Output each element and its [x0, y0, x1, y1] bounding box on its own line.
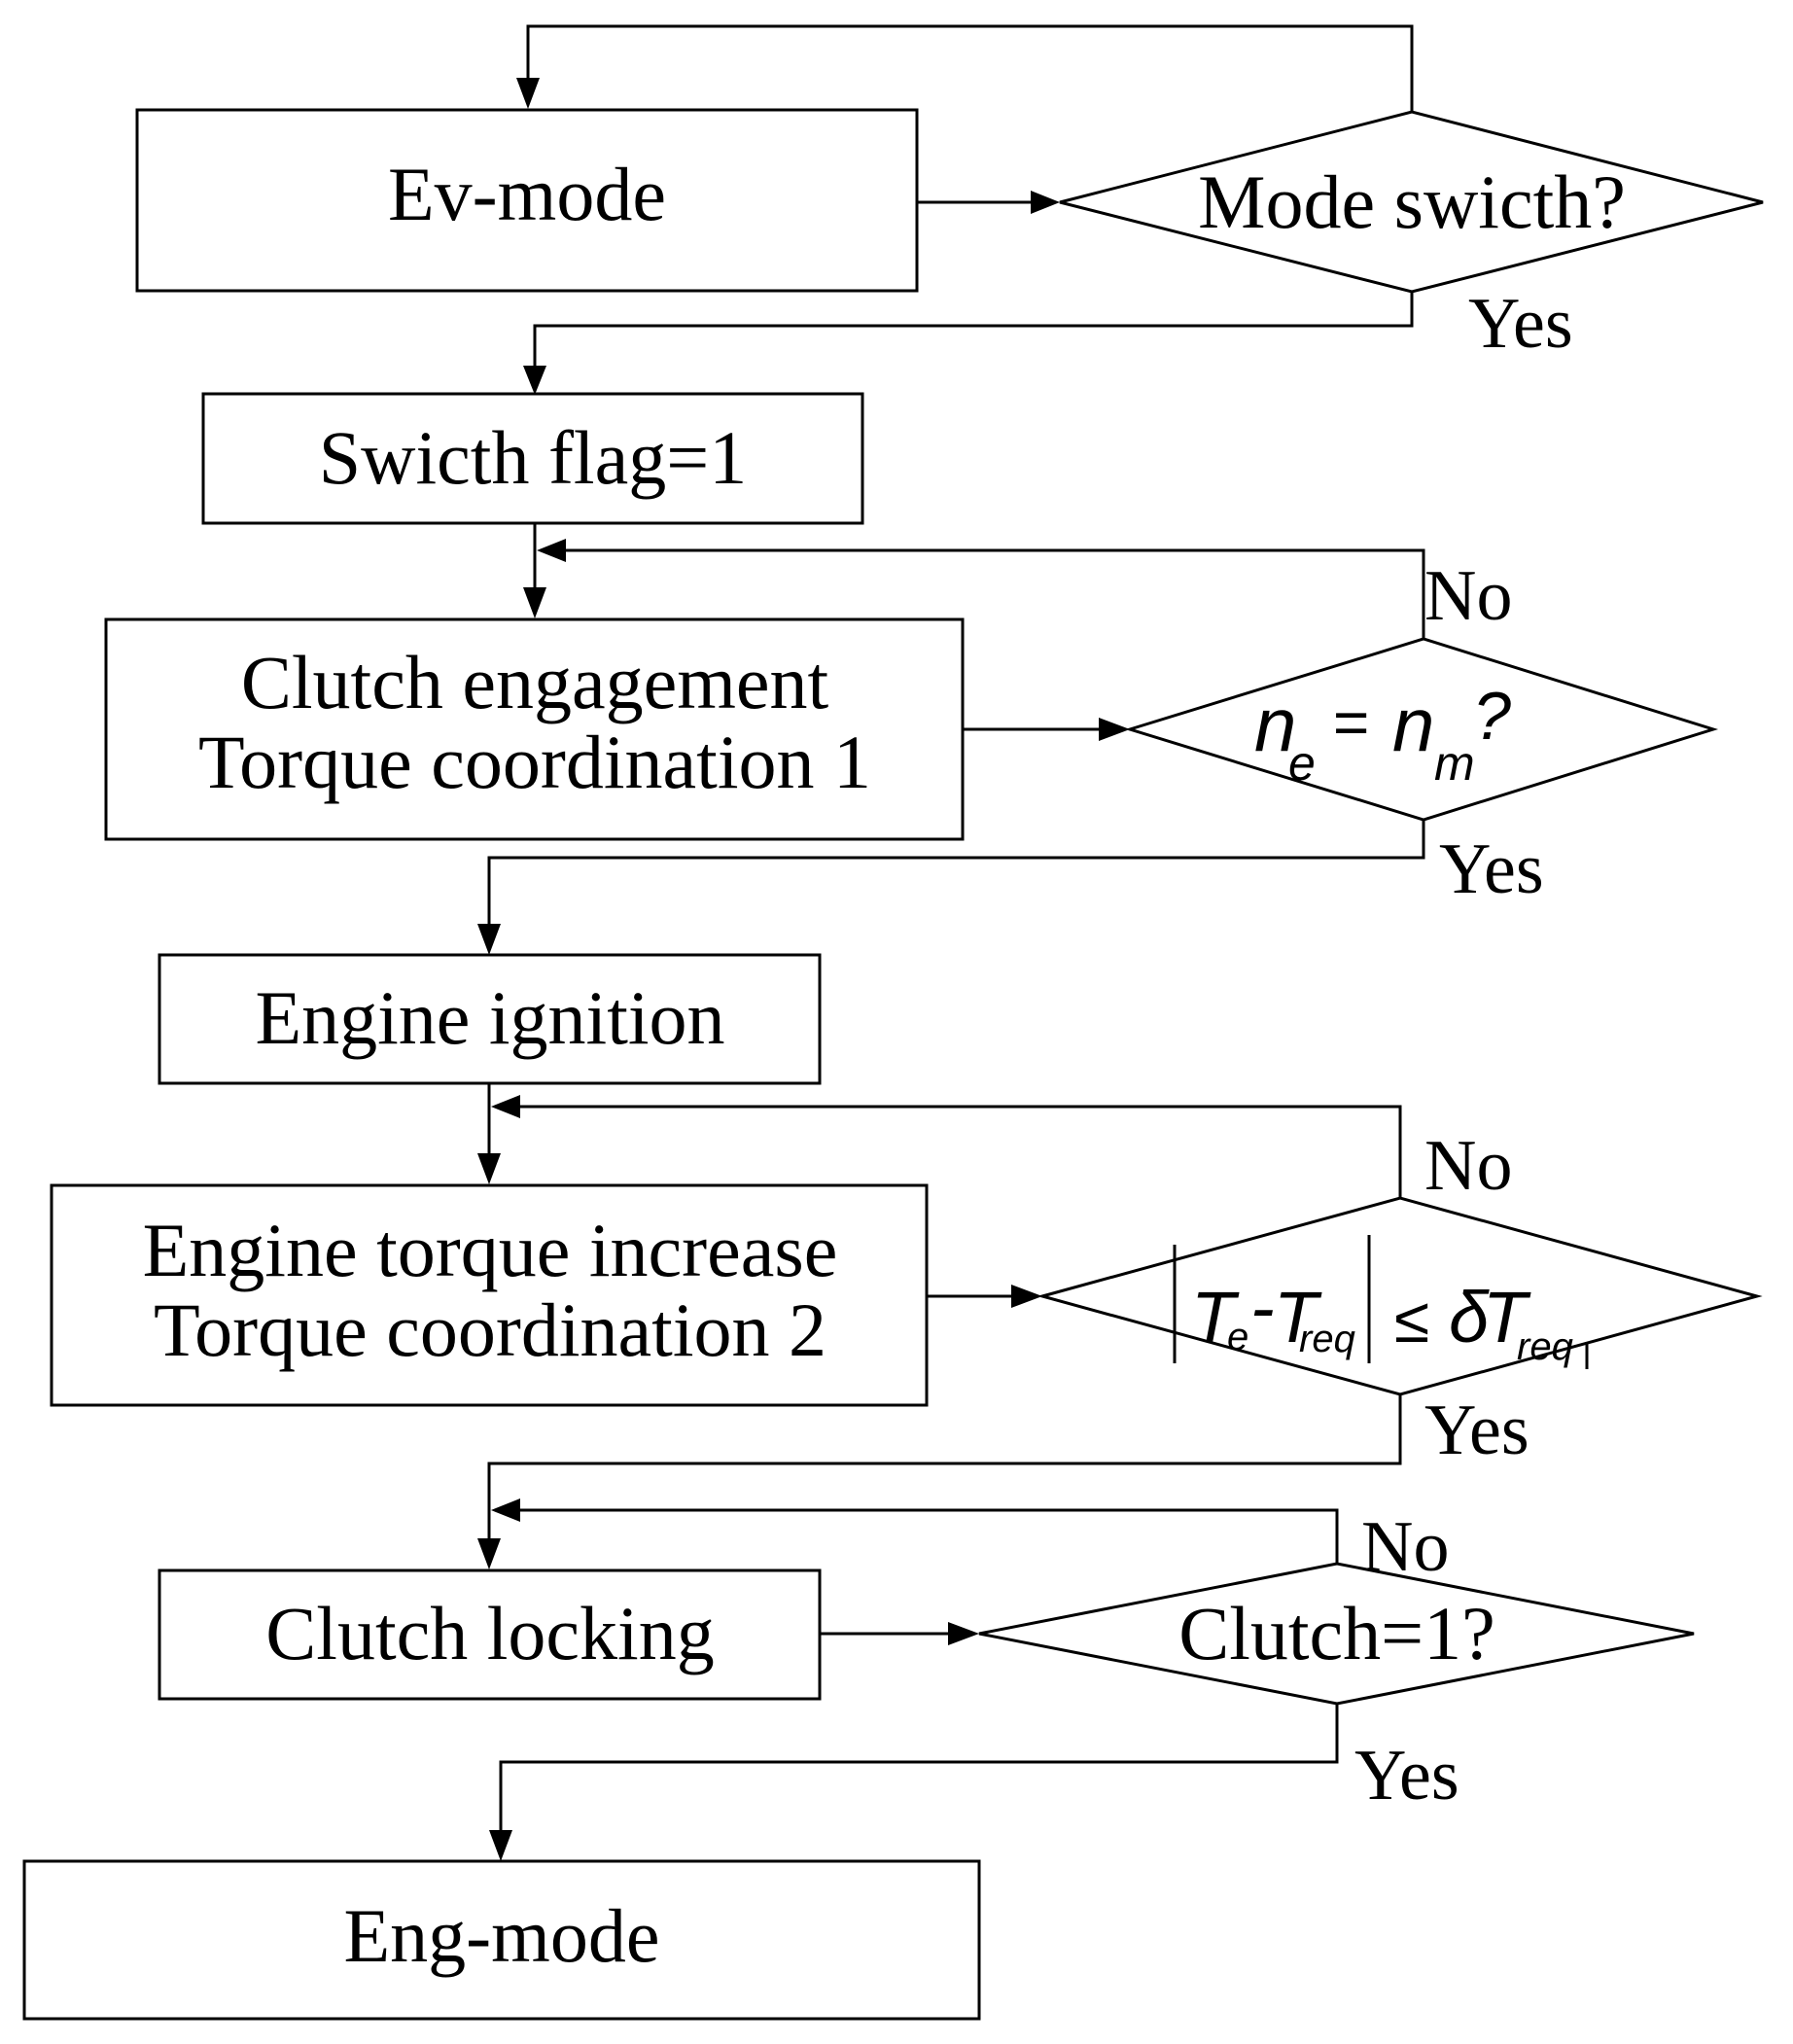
- engine-torque-box: Engine torque increase Torque coordinati…: [50, 1183, 929, 1407]
- torque-T-delta: T: [1483, 1277, 1531, 1357]
- arrow-no-torque-check: [491, 1095, 520, 1118]
- no-line-torque-check: [520, 1105, 1402, 1198]
- yes-label-torque-check: Yes: [1424, 1391, 1529, 1470]
- eng-mode-label: Eng-mode: [344, 1893, 660, 1978]
- clutch-engagement-line1: Clutch engagement: [241, 640, 829, 724]
- arrow-into-mode-switch: [1031, 191, 1060, 214]
- speed-match-formula: n e = n m ?: [1254, 678, 1511, 791]
- clutch-locking-label: Clutch locking: [265, 1591, 714, 1675]
- no-line-speed-match: [566, 548, 1425, 639]
- arrow-into-torque-check: [1011, 1285, 1042, 1308]
- torque-check-decision: T e - T req ≤ δ T req: [1037, 1196, 1763, 1396]
- clutch-check-decision: Clutch=1?: [978, 1562, 1695, 1706]
- torque-leq: ≤: [1394, 1284, 1429, 1356]
- engine-torque-increase-line: Engine torque increase: [143, 1208, 838, 1292]
- loop-line-mode-switch: [526, 24, 1414, 112]
- clutch-locking-box: Clutch locking: [158, 1568, 822, 1701]
- torque-minus: -: [1250, 1267, 1275, 1348]
- speed-n-engine: n: [1254, 682, 1296, 767]
- yes-label-mode-switch: Yes: [1468, 284, 1573, 364]
- mode-switch-decision: Mode swicth?: [1059, 110, 1764, 294]
- yes-line-mode-switch: [533, 292, 1414, 366]
- arrow-into-switch-flag: [523, 366, 546, 395]
- no-line-clutch-check: [520, 1508, 1339, 1564]
- ev-mode-label: Ev-mode: [388, 152, 666, 236]
- arrow-into-clutch-locking: [477, 1538, 501, 1569]
- torque-sub-req-2: req: [1517, 1325, 1573, 1368]
- arrow-into-engine-torque: [477, 1153, 501, 1184]
- speed-n-motor: n: [1392, 682, 1434, 767]
- speed-sub-m: m: [1434, 736, 1475, 791]
- torque-delta: δ: [1449, 1277, 1490, 1357]
- yes-line-torque-check: [487, 1394, 1402, 1538]
- switch-flag-label: Swicth flag=1: [319, 415, 747, 500]
- no-label-clutch-check: No: [1361, 1507, 1449, 1587]
- arrow-no-speed-match: [537, 539, 566, 562]
- arrow-into-clutch-engagement: [523, 587, 546, 618]
- torque-T-required: T: [1274, 1277, 1322, 1357]
- yes-label-clutch-check: Yes: [1354, 1736, 1459, 1815]
- speed-sub-e: e: [1288, 736, 1316, 791]
- yes-line-clutch-check: [499, 1704, 1339, 1830]
- speed-question: ?: [1473, 678, 1511, 754]
- no-label-speed-match: No: [1424, 556, 1512, 636]
- engine-ignition-box: Engine ignition: [158, 953, 822, 1085]
- speed-equals: =: [1332, 687, 1368, 758]
- clutch-engagement-box: Clutch engagement Torque coordination 1: [104, 617, 965, 841]
- speed-match-decision: n e = n m ?: [1124, 637, 1719, 822]
- torque-sub-e: e: [1227, 1316, 1248, 1358]
- arrow-into-engine-ignition: [477, 924, 501, 955]
- ev-mode-box: Ev-mode: [135, 108, 919, 293]
- yes-label-speed-match: Yes: [1439, 829, 1544, 909]
- arrow-into-eng-mode: [489, 1830, 512, 1861]
- arrow-into-speed-match: [1099, 718, 1130, 741]
- engine-ignition-label: Engine ignition: [255, 975, 724, 1060]
- switch-flag-box: Swicth flag=1: [201, 392, 864, 525]
- arrow-no-clutch-check: [491, 1498, 520, 1522]
- arrow-into-ev-mode: [516, 78, 540, 109]
- yes-line-speed-match: [487, 820, 1425, 924]
- torque-coordination-1-line: Torque coordination 1: [198, 720, 871, 804]
- no-label-torque-check: No: [1424, 1126, 1512, 1206]
- eng-mode-box: Eng-mode: [22, 1859, 981, 2021]
- torque-check-formula: T e - T req ≤ δ T req: [1173, 1235, 1589, 1369]
- arrow-into-clutch-check: [948, 1622, 979, 1645]
- clutch-check-label: Clutch=1?: [1178, 1591, 1495, 1675]
- torque-T-engine: T: [1191, 1277, 1240, 1357]
- torque-coordination-2-line: Torque coordination 2: [154, 1287, 826, 1372]
- mode-switch-label: Mode swicth?: [1198, 159, 1626, 244]
- torque-sub-req: req: [1299, 1318, 1355, 1360]
